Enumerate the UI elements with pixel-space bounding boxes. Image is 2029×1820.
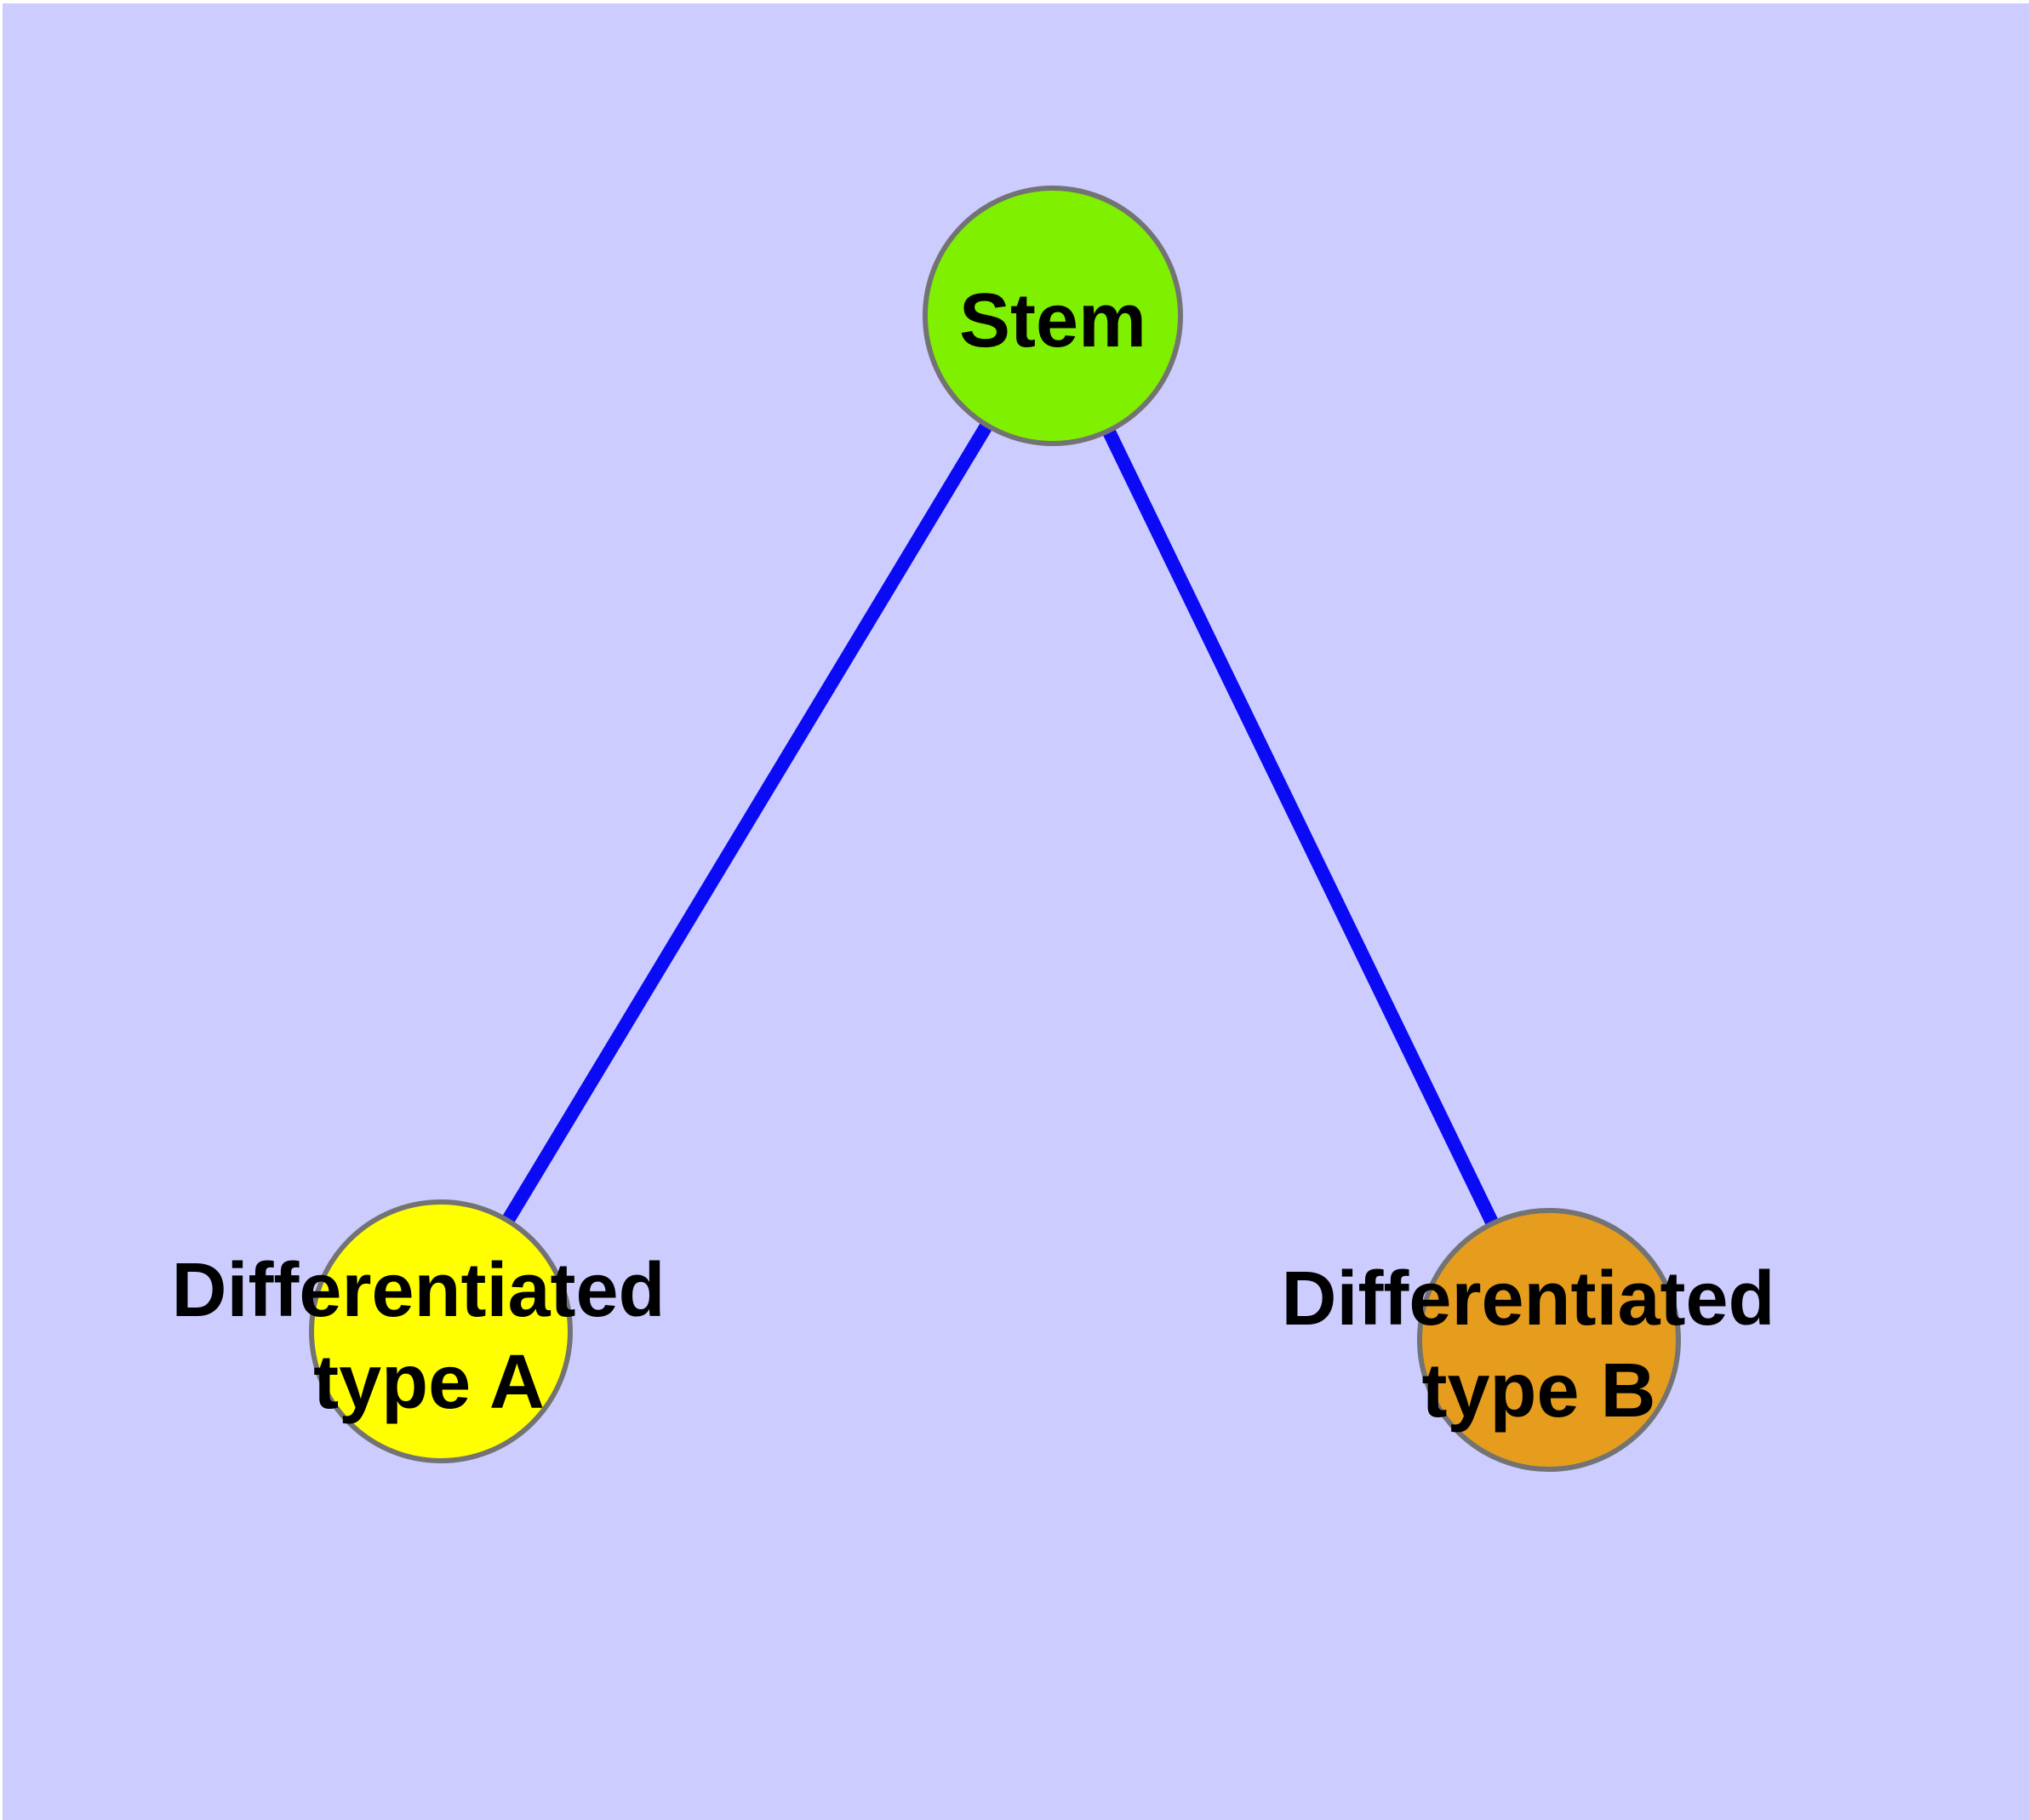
differentiated-type-a-node-label: Differentiated type A bbox=[171, 1248, 686, 1425]
node-differentiated-type-a[interactable]: Differentiated type A bbox=[171, 1199, 686, 1463]
edge-stem-to-differentiated-type-b bbox=[1046, 312, 1556, 1343]
label-line: Differentiated bbox=[1281, 1256, 1775, 1342]
label-line: Stem bbox=[959, 278, 1146, 363]
stem-node-circle[interactable] bbox=[923, 186, 1183, 446]
edge-stem-to-differentiated-type-a bbox=[435, 312, 1059, 1336]
node-differentiated-type-b[interactable]: Differentiated type B bbox=[1281, 1208, 1796, 1472]
stem-node-label: Stem bbox=[959, 278, 1146, 363]
label-line: type A bbox=[313, 1340, 545, 1425]
node-stem[interactable]: Stem bbox=[923, 186, 1183, 446]
differentiated-type-b-node-label: Differentiated type B bbox=[1281, 1256, 1796, 1434]
differentiated-type-b-node-circle[interactable] bbox=[1417, 1208, 1681, 1472]
label-line: type B bbox=[1421, 1348, 1655, 1434]
differentiated-type-a-node-circle[interactable] bbox=[309, 1199, 573, 1463]
label-line: Differentiated bbox=[171, 1248, 665, 1333]
